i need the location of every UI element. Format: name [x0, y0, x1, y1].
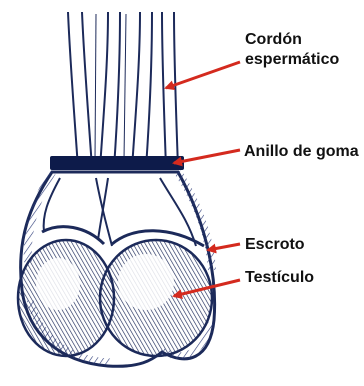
- label-escroto: Escroto: [245, 236, 305, 253]
- label-cordon-line2: espermático: [245, 51, 339, 68]
- rubber-band: [50, 156, 184, 170]
- labels: Cordón espermático Anillo de goma Escrot…: [244, 31, 359, 286]
- label-anillo: Anillo de goma: [244, 143, 359, 160]
- label-testiculo: Testículo: [245, 269, 314, 286]
- label-cordon-line1: Cordón: [245, 31, 302, 48]
- arrow-anillo: [174, 150, 240, 163]
- spermatic-cords: [68, 12, 178, 168]
- arrow-cordon: [166, 62, 240, 88]
- right-testicle: [100, 240, 212, 356]
